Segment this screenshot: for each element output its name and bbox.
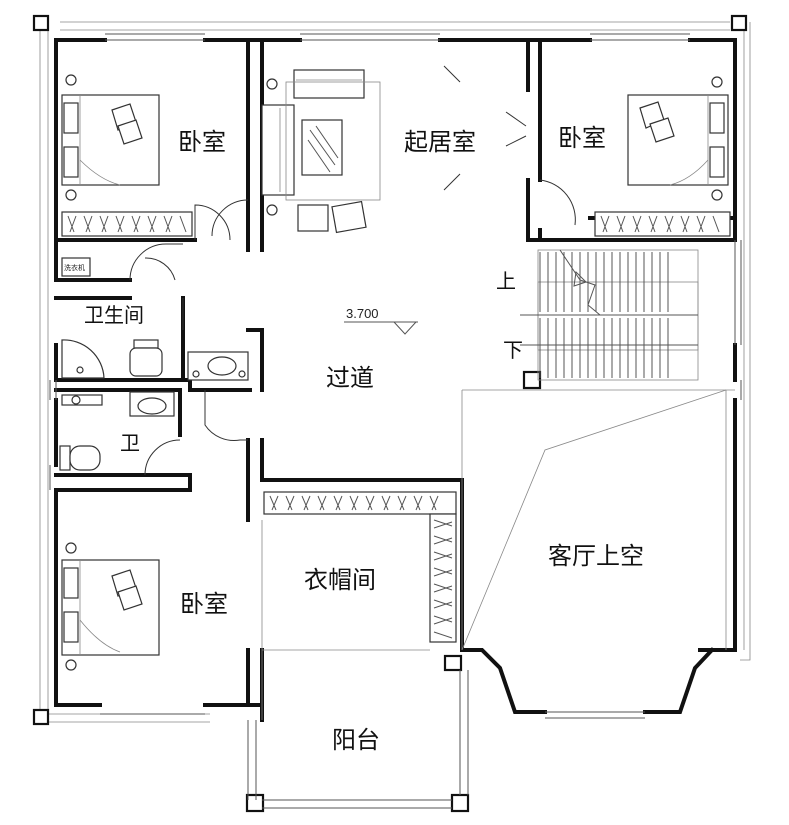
- bed-ne: [627, 76, 729, 201]
- stair-up-label: 上: [496, 269, 516, 293]
- room-label-balcony: 阳台: [332, 726, 380, 754]
- room-label-toilet: 卫: [120, 431, 140, 455]
- walls: [54, 38, 737, 722]
- sofa-set: [261, 69, 381, 234]
- doors: [129, 65, 576, 476]
- wardrobe-nw: [61, 211, 193, 237]
- bed-nw: [61, 74, 160, 201]
- windows: [49, 33, 742, 719]
- balcony-railing: [247, 650, 469, 809]
- room-label-living-void: 客厅上空: [548, 542, 644, 570]
- exterior-outline: [39, 21, 751, 723]
- bathroom-fixtures: 洗衣机: [59, 257, 249, 471]
- elevation-value: 3.700: [346, 306, 379, 321]
- room-label-bedroom-sw: 卧室: [180, 590, 228, 618]
- stair-down-label: 下: [503, 338, 523, 362]
- washing-machine-label: 洗衣机: [64, 263, 85, 272]
- room-label-bedroom-ne: 卧室: [558, 124, 606, 152]
- room-label-corridor: 过道: [326, 364, 374, 392]
- room-label-bedroom-nw: 卧室: [178, 128, 226, 156]
- elevation-marker: [344, 321, 418, 335]
- bed-sw: [61, 542, 160, 671]
- room-label-bathroom: 卫生间: [84, 303, 144, 327]
- living-void-outline: [461, 389, 735, 651]
- closet-wardrobes: [261, 491, 457, 651]
- staircase: [520, 249, 699, 381]
- room-label-living-room: 起居室: [404, 128, 476, 156]
- wardrobe-ne: [594, 211, 731, 237]
- room-label-walk-in-closet: 衣帽间: [304, 566, 376, 594]
- structural-columns: [32, 14, 748, 813]
